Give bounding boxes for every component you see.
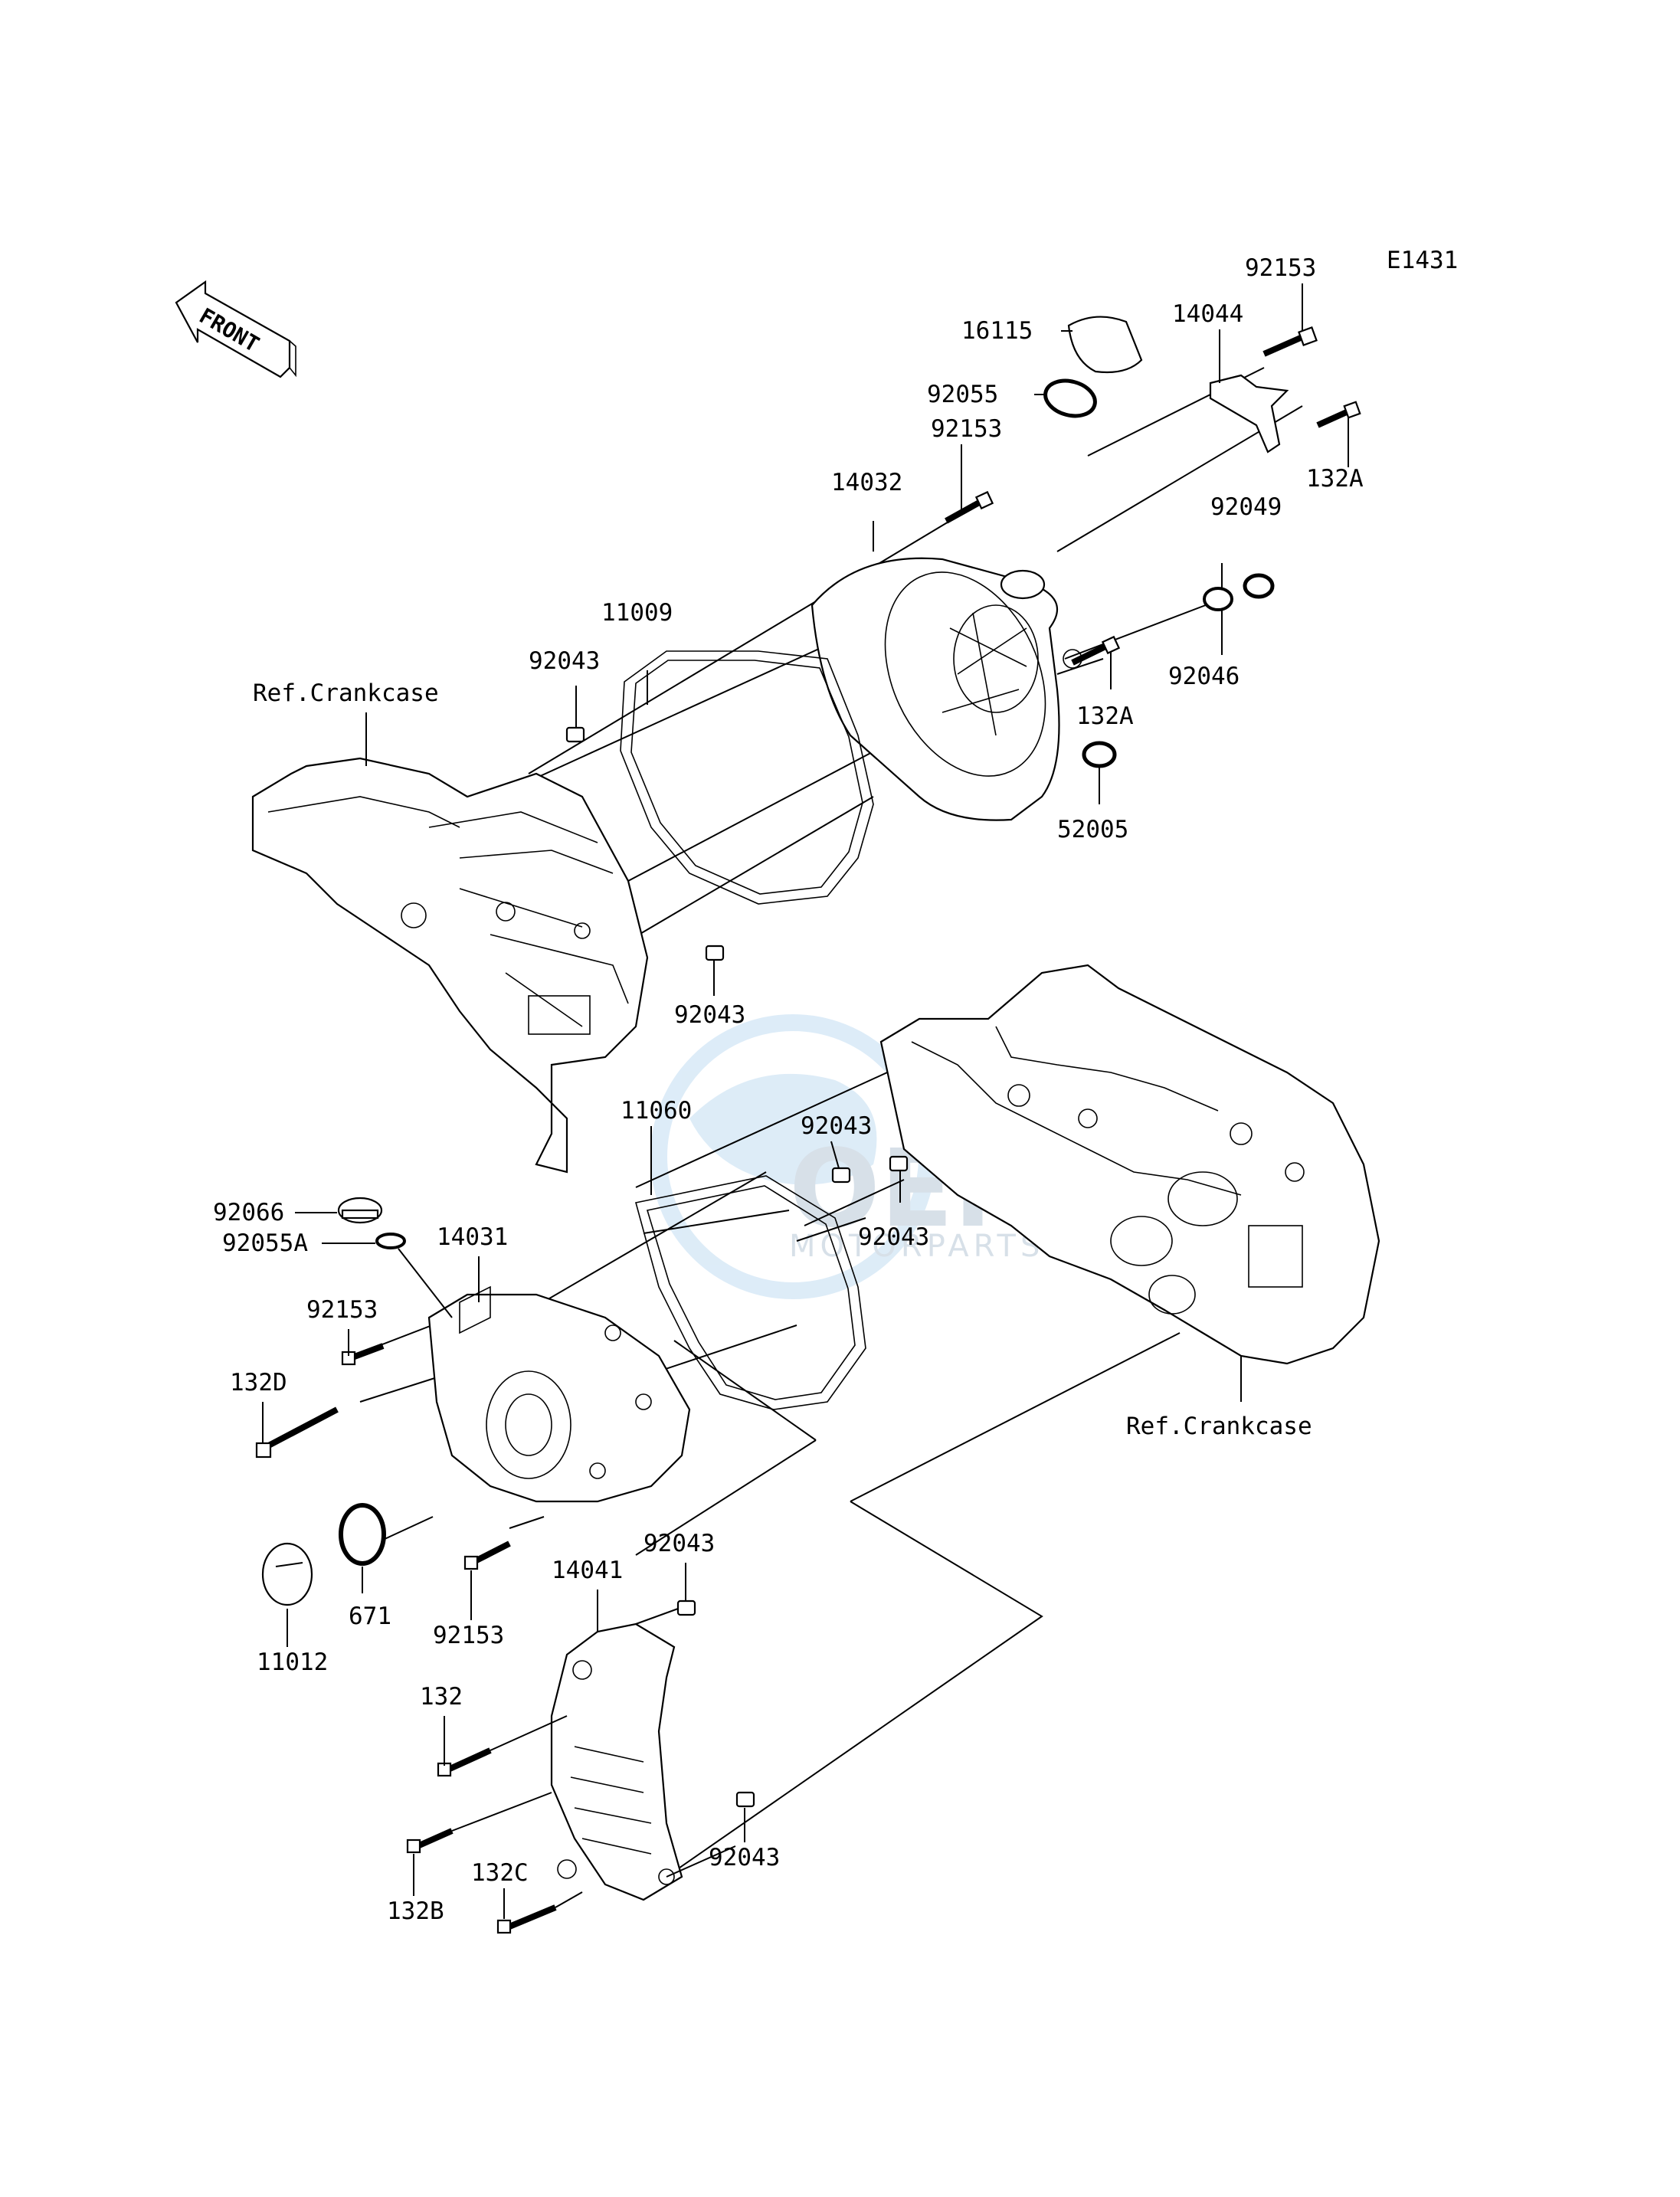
label-11060: 11060 <box>621 1097 692 1125</box>
label-ref-crankcase-bottom: Ref.Crankcase <box>1126 1413 1312 1440</box>
label-92055: 92055 <box>927 381 998 408</box>
label-92043-c: 92043 <box>801 1112 872 1140</box>
callout-labels: 92153 14044 16115 92055 92153 132A 14032… <box>213 254 1364 1925</box>
label-14044: 14044 <box>1172 300 1243 328</box>
crankcase-upper-ref <box>251 757 649 1174</box>
label-92153-d: 92153 <box>433 1622 504 1649</box>
label-92043-e: 92043 <box>644 1530 715 1557</box>
label-671: 671 <box>349 1603 391 1630</box>
sprocket-cover-14041 <box>406 1608 736 1934</box>
label-52005: 52005 <box>1057 816 1128 843</box>
label-92043-d: 92043 <box>858 1223 929 1251</box>
label-14031: 14031 <box>437 1223 508 1251</box>
label-14032: 14032 <box>831 469 902 496</box>
label-92153-top: 92153 <box>1245 254 1316 282</box>
label-132B: 132B <box>387 1897 444 1925</box>
leader-lines <box>262 283 1349 1919</box>
label-92043-b: 92043 <box>674 1001 745 1029</box>
crankcase-lower-ref <box>879 964 1380 1365</box>
label-92049: 92049 <box>1210 493 1282 521</box>
label-ref-crankcase-top: Ref.Crankcase <box>253 679 439 707</box>
label-14041: 14041 <box>552 1557 623 1584</box>
hardware-upper <box>565 316 1361 961</box>
gasket-11060 <box>635 1175 866 1410</box>
label-92055A: 92055A <box>222 1229 308 1257</box>
hardware-lower <box>255 1155 909 1808</box>
label-92066: 92066 <box>213 1199 284 1226</box>
clutch-cover-14032 <box>811 557 1082 821</box>
label-11012: 11012 <box>257 1649 328 1676</box>
label-92043-a: 92043 <box>529 647 600 675</box>
label-132C: 132C <box>471 1859 529 1887</box>
label-132: 132 <box>420 1683 463 1711</box>
label-92043-f: 92043 <box>709 1844 780 1871</box>
label-132A-top: 132A <box>1306 465 1364 493</box>
label-92153-b: 92153 <box>931 415 1002 443</box>
generator-cover-14031 <box>427 1285 691 1503</box>
label-92153-c: 92153 <box>306 1296 378 1324</box>
gasket-11009 <box>620 650 874 905</box>
label-16115: 16115 <box>961 317 1033 345</box>
label-132D: 132D <box>230 1369 287 1396</box>
label-132A-mid: 132A <box>1076 702 1134 730</box>
label-11009: 11009 <box>601 599 673 627</box>
front-arrow-icon: FRONT <box>175 280 296 378</box>
diagram-code: E1431 <box>1387 247 1458 274</box>
label-92046: 92046 <box>1168 663 1240 690</box>
watermark-sub-text: MOTORPARTS <box>789 1229 1044 1264</box>
